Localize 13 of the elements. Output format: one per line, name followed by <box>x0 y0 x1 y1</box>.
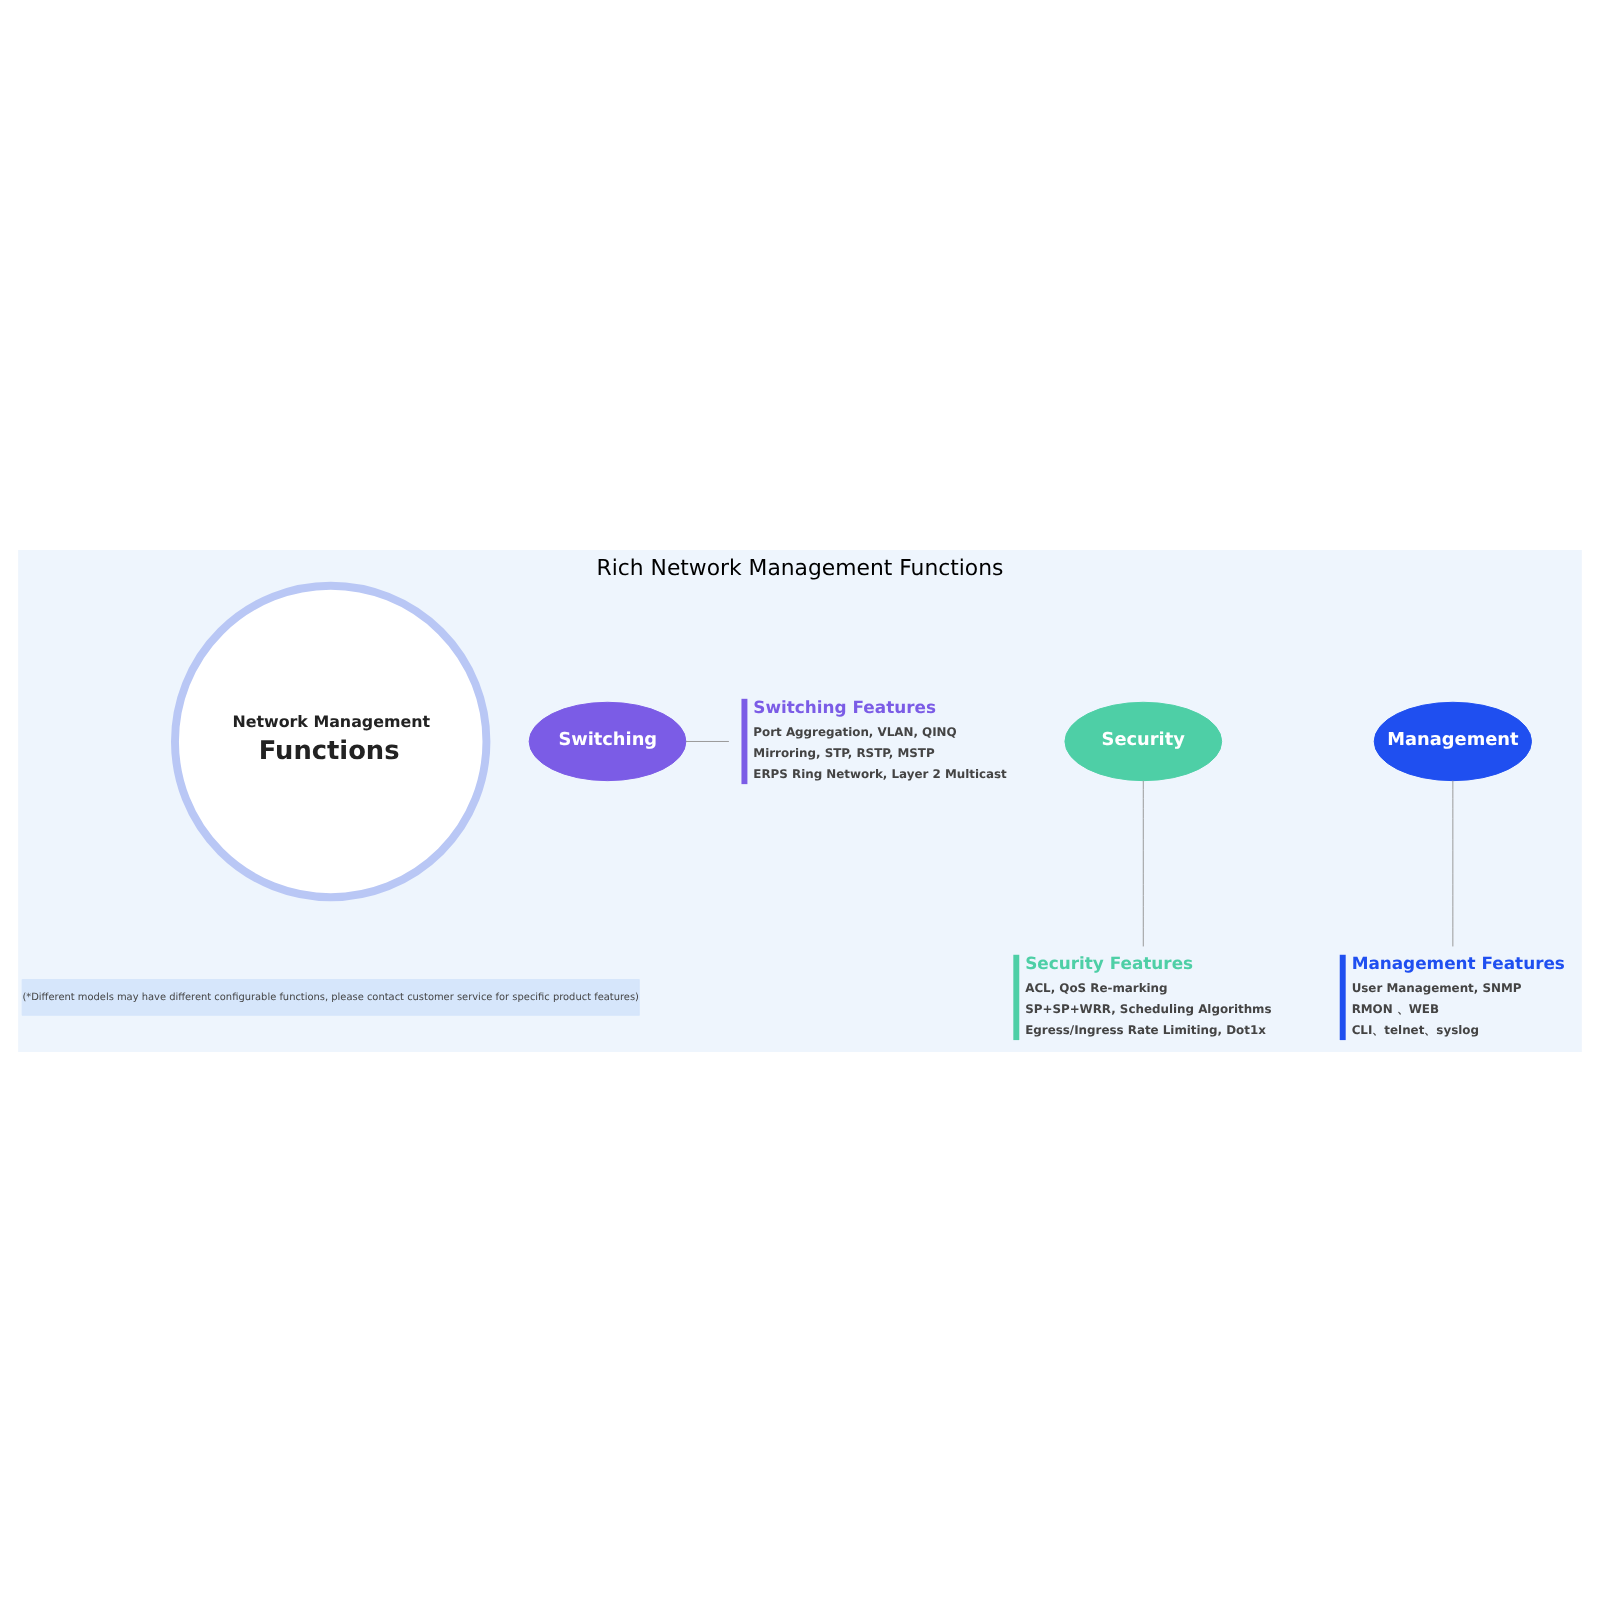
node-box <box>1013 953 1020 1040</box>
node-label: Management Features <box>1351 952 1565 973</box>
node-box <box>1339 953 1346 1040</box>
node-ellipse: Management <box>1373 700 1532 781</box>
node-label: Security Features <box>1025 952 1194 973</box>
node-ellipse: Switching <box>528 700 687 781</box>
diagram-title: Rich Network Management Functions <box>596 554 1004 581</box>
connector <box>1452 779 1454 946</box>
node-label: Switching Features <box>753 696 936 717</box>
connector <box>685 739 730 741</box>
node-box <box>741 697 748 784</box>
node-ellipse: Security <box>1064 700 1223 781</box>
connector <box>1142 779 1144 946</box>
